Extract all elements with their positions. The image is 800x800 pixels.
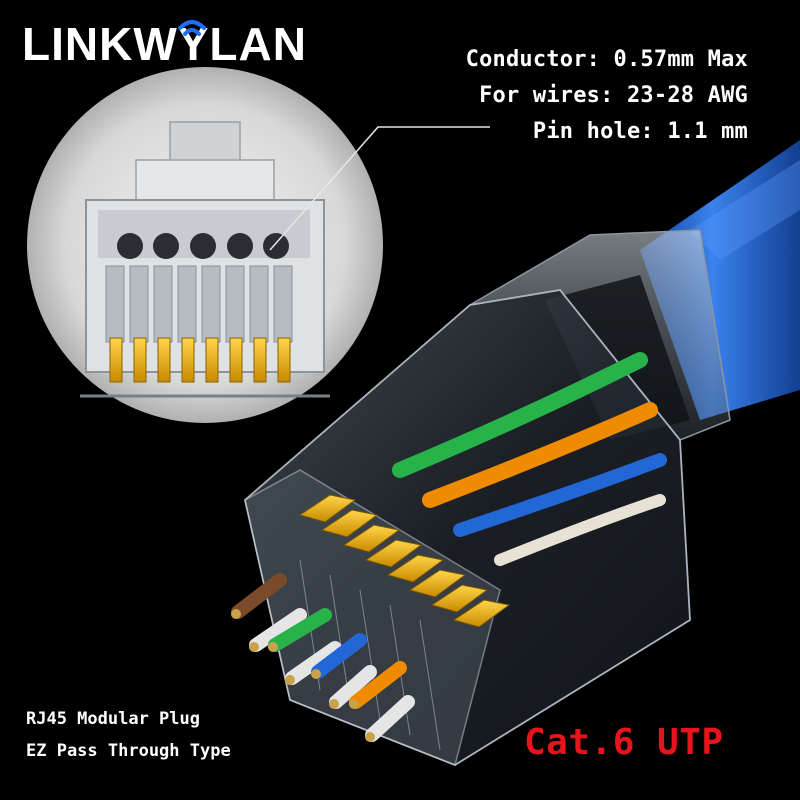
spec-wire-gauge: For wires: 23-28 AWG <box>479 83 748 108</box>
wifi-waves-icon <box>178 20 206 36</box>
spec-list: Conductor: 0.57mm Max For wires: 23-28 A… <box>466 42 748 150</box>
product-line-2: EZ Pass Through Type <box>26 741 231 761</box>
product-description: RJ45 Modular Plug EZ Pass Through Type <box>26 703 231 767</box>
logo-text: LINKWYLAN <box>22 18 307 70</box>
magnified-detail <box>27 67 383 423</box>
wire-ends <box>231 573 415 742</box>
callout-leader <box>269 126 490 251</box>
brand-logo: LINKWYLAN <box>22 14 332 70</box>
spec-pin-hole: Pin hole: 1.1 mm <box>532 119 748 144</box>
product-line-1: RJ45 Modular Plug <box>26 709 200 729</box>
spec-conductor: Conductor: 0.57mm Max <box>465 47 748 72</box>
category-label: Cat.6 UTP <box>524 722 724 763</box>
